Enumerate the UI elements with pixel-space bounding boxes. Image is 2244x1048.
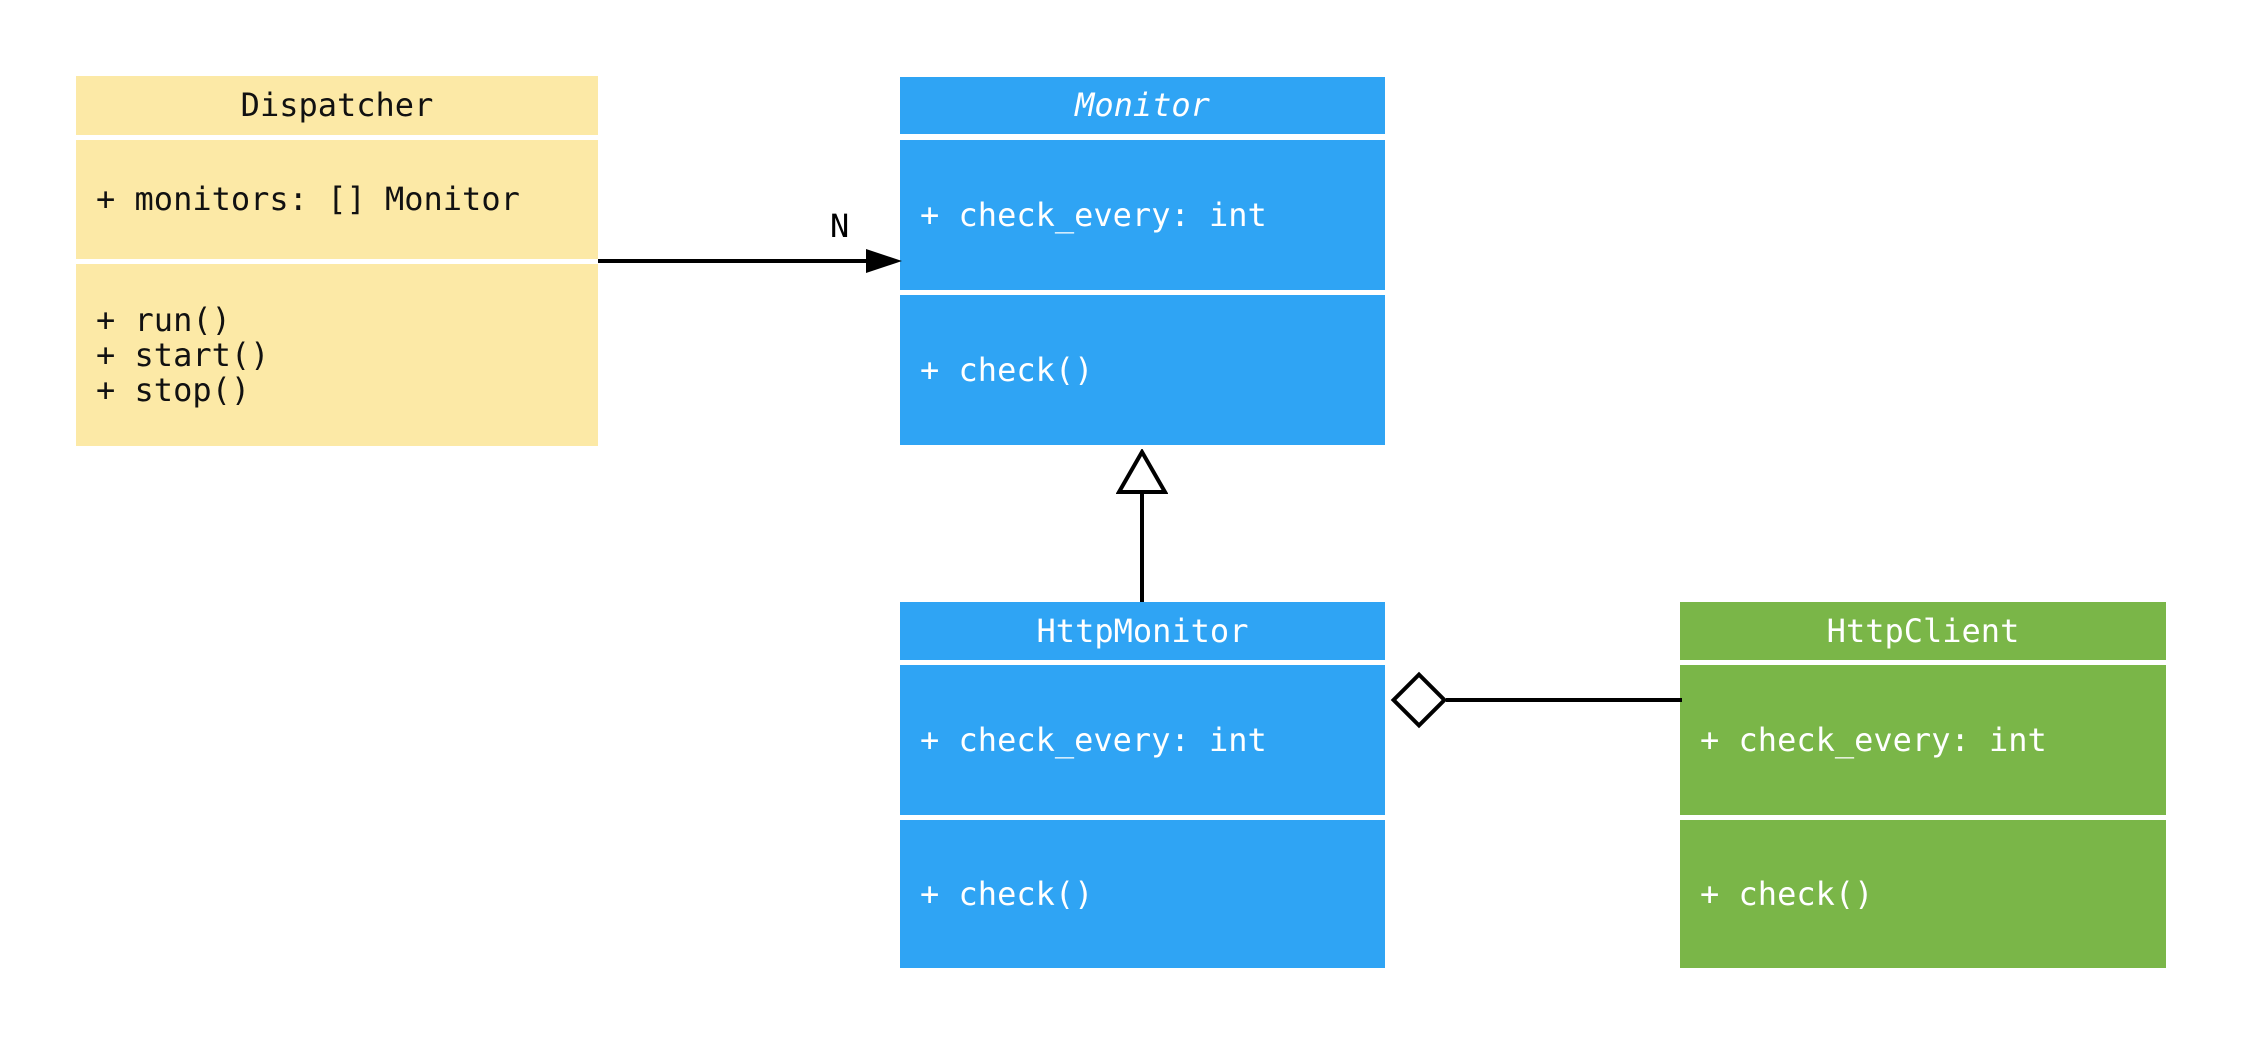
attributes-compartment-httpmonitor: + check_every: int: [900, 665, 1385, 815]
inheritance-connector-line: [1140, 491, 1144, 602]
aggregation-connector-line: [1446, 698, 1682, 702]
class-title-httpmonitor: HttpMonitor: [900, 602, 1385, 660]
method-item: + stop(): [96, 370, 251, 409]
method-item: + check(): [920, 350, 1094, 389]
association-multiplicity-label: N: [830, 207, 850, 245]
inheritance-triangle-icon: [1116, 449, 1168, 494]
method-item: + check(): [920, 874, 1094, 913]
attribute-item: + check_every: int: [920, 720, 1267, 759]
class-box-dispatcher: Dispatcher + monitors: [] Monitor + run(…: [76, 76, 598, 446]
attributes-compartment-httpclient: + check_every: int: [1680, 665, 2166, 815]
methods-compartment-monitor: + check(): [900, 295, 1385, 445]
class-title-dispatcher: Dispatcher: [76, 76, 598, 135]
methods-compartment-httpmonitor: + check(): [900, 820, 1385, 968]
association-arrowhead-icon: [866, 249, 902, 273]
class-box-monitor: Monitor + check_every: int + check(): [900, 77, 1385, 445]
method-item: + check(): [1700, 874, 1874, 913]
class-box-httpmonitor: HttpMonitor + check_every: int + check(): [900, 602, 1385, 968]
aggregation-diamond-icon: [1390, 671, 1448, 729]
method-item: + start(): [96, 335, 270, 374]
class-title-httpclient: HttpClient: [1680, 602, 2166, 660]
attribute-item: + check_every: int: [1700, 720, 2047, 759]
class-title-monitor: Monitor: [900, 77, 1385, 134]
association-connector-line: [598, 259, 868, 263]
class-box-httpclient: HttpClient + check_every: int + check(): [1680, 602, 2166, 968]
methods-compartment-dispatcher: + run() + start() + stop(): [76, 264, 598, 446]
methods-compartment-httpclient: + check(): [1680, 820, 2166, 968]
attributes-compartment-dispatcher: + monitors: [] Monitor: [76, 140, 598, 259]
attribute-item: + monitors: [] Monitor: [96, 180, 520, 218]
method-item: + run(): [96, 300, 231, 339]
attribute-item: + check_every: int: [920, 195, 1267, 234]
attributes-compartment-monitor: + check_every: int: [900, 140, 1385, 290]
